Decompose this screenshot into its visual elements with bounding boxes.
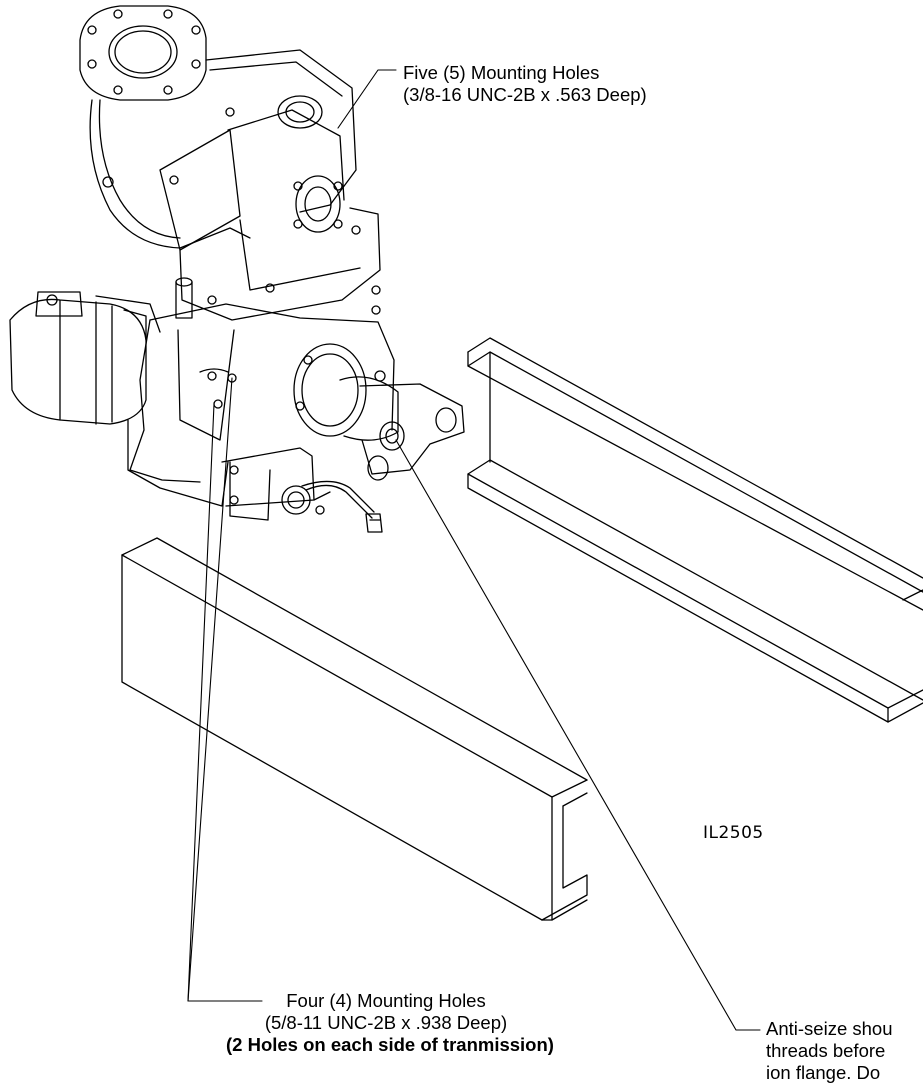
leader-four-mounting-holes <box>187 403 263 1002</box>
callout-four-holes-note: (2 Holes on each side of tranmission) <box>226 1034 554 1055</box>
right-frame-rail <box>467 337 923 723</box>
callout-anti-seize-line3: ion flange. Do <box>766 1062 881 1083</box>
figure-id-label: IL2505 <box>703 823 764 843</box>
callout-anti-seize-line1: Anti-seize shou <box>766 1018 893 1039</box>
callout-five-holes-title: Five (5) Mounting Holes <box>403 62 600 83</box>
leader-four-mounting-holes-2 <box>187 377 233 1002</box>
callout-anti-seize: Anti-seize shou threads before ion flang… <box>766 1018 892 1084</box>
callout-five-mounting-holes: Five (5) Mounting Holes (3/8-16 UNC-2B x… <box>403 62 647 106</box>
left-frame-rail <box>121 537 588 921</box>
callout-four-holes-title: Four (4) Mounting Holes <box>286 990 486 1011</box>
callout-four-mounting-holes: Four (4) Mounting Holes (5/8-11 UNC-2B x… <box>226 990 554 1056</box>
callout-four-holes-spec: (5/8-11 UNC-2B x .938 Deep) <box>264 1012 508 1033</box>
leader-five-mounting-holes <box>337 69 397 129</box>
callout-five-holes-spec: (3/8-16 UNC-2B x .563 Deep) <box>403 84 647 105</box>
pump-transmission-body <box>9 5 465 533</box>
callout-anti-seize-line2: threads before <box>766 1040 886 1061</box>
leader-anti-seize <box>395 439 761 1031</box>
leader-lines <box>187 69 761 1031</box>
